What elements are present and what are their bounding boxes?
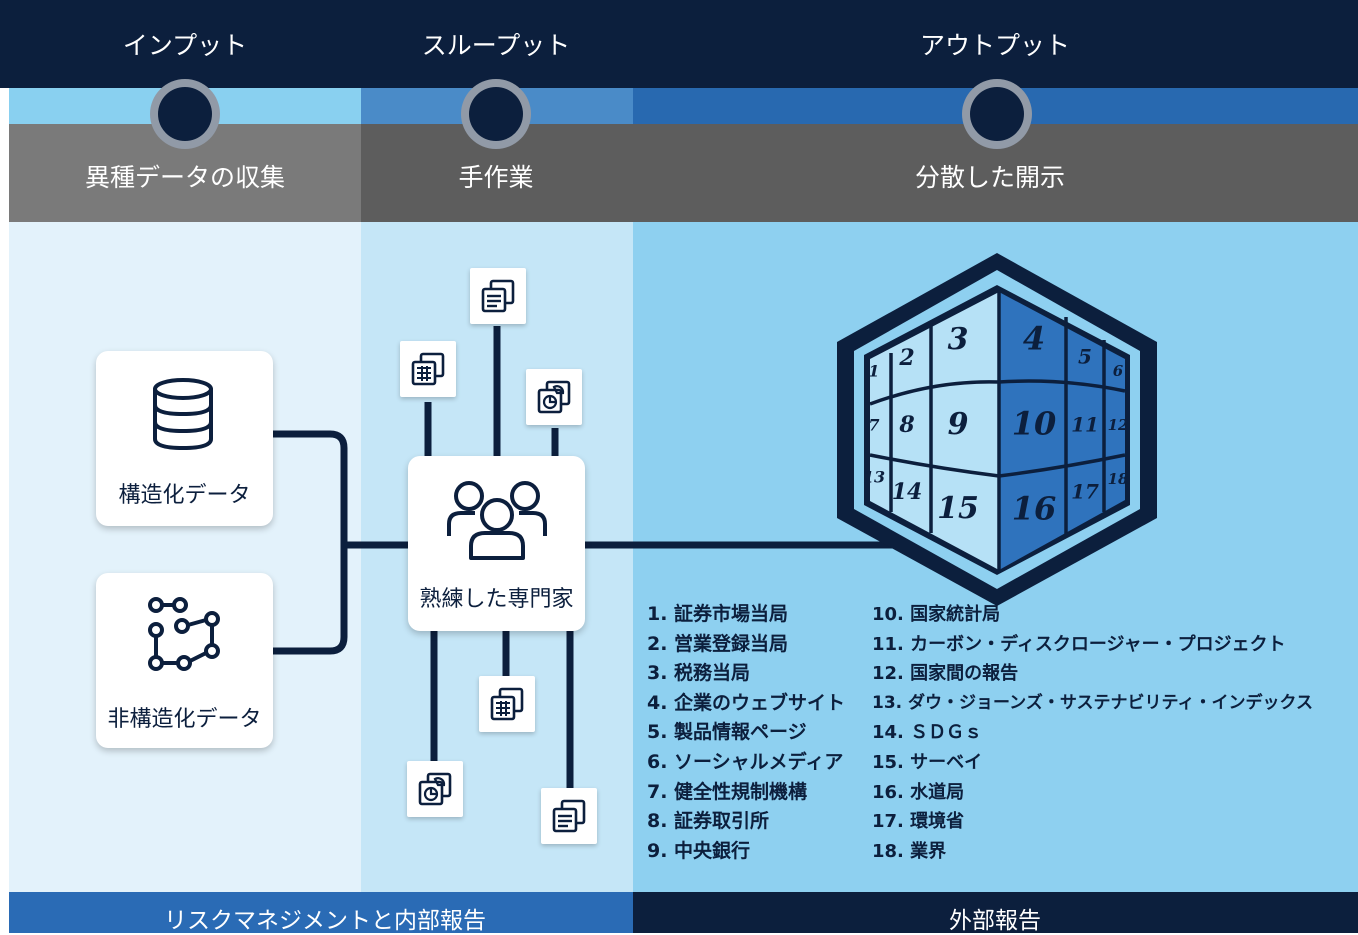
structured-connector [272, 430, 410, 549]
timeline-dot-output [962, 79, 1032, 149]
source-item: 2. 営業登録当局 [647, 632, 789, 655]
table-copy-icon [411, 352, 445, 386]
expert-label: 熟練した専門家 [419, 587, 574, 612]
source-item: 8. 証券取引所 [647, 810, 770, 833]
structured-data-card: 構造化データ [96, 351, 273, 526]
cube-number-13: 13 [863, 468, 885, 487]
source-item: 6. ソーシャルメディア [647, 750, 844, 773]
source-item: 9. 中央銀行 [647, 839, 751, 862]
doc-box-top-center [470, 268, 526, 324]
chart-copy-icon [418, 772, 452, 806]
timeline-dot-input [150, 79, 220, 149]
cube-number-14: 14 [892, 479, 923, 505]
input-area [9, 222, 361, 892]
phase-title-output: アウトプット [919, 31, 1071, 60]
expert-card: 熟練した専門家 [408, 456, 585, 631]
cube-number-6: 6 [1113, 362, 1124, 380]
cube-number-3: 3 [948, 322, 969, 357]
people-group-icon [447, 481, 547, 560]
cube-number-15: 15 [937, 491, 979, 526]
source-item: 1. 証券市場当局 [647, 603, 789, 625]
source-item: 12. 国家間の報告 [872, 663, 1019, 685]
doc-box-bottom-center [479, 676, 535, 732]
unstructured-connector [272, 545, 348, 655]
doc-box-bottom-right [541, 788, 597, 844]
unstructured-data-card: 非構造化データ [96, 573, 273, 748]
source-item: 7. 健全性規制機構 [647, 780, 808, 803]
source-item: 16. 水道局 [872, 781, 965, 803]
phase-header-bar [0, 0, 1358, 88]
footer-internal-label: リスクマネジメントと内部報告 [164, 908, 486, 934]
source-item: 4. 企業のウェブサイト [647, 691, 846, 714]
source-item: 14. ＳＤＧｓ [872, 722, 983, 744]
source-item: 10. 国家統計局 [872, 604, 1001, 625]
cube-right-face [999, 292, 1125, 570]
cube-number-7: 7 [868, 416, 879, 435]
source-item: 13. ダウ・ジョーンズ・サステナビリティ・インデックス [872, 692, 1313, 713]
doc-box-bottom-left [407, 761, 463, 817]
structured-data-label: 構造化データ [118, 483, 251, 508]
phase-subtitle-throughput: 手作業 [458, 163, 534, 192]
phase-subtitle-output: 分散した開示 [914, 163, 1066, 192]
timeline-dot-throughput [461, 79, 531, 149]
cube-number-10: 10 [1012, 405, 1057, 443]
source-list-right: 10. 国家統計局 11. カーボン・ディスクロージャー・プロジェクト 12. … [872, 600, 1313, 866]
footer-left-band [9, 892, 633, 933]
source-item: 3. 税務当局 [647, 662, 751, 685]
doc-box-top-left [400, 341, 456, 397]
footer-right-band [633, 892, 1358, 933]
phase-subtitle-input: 異種データの収集 [84, 163, 286, 192]
source-item: 17. 環境省 [872, 811, 965, 833]
source-item: 15. サーベイ [872, 751, 983, 773]
source-item: 11. カーボン・ディスクロージャー・プロジェクト [872, 633, 1286, 655]
cube-left-face [870, 292, 999, 570]
cube-number-8: 8 [898, 412, 914, 438]
footer-external-label: 外部報告 [949, 908, 1041, 934]
document-copy-icon [481, 279, 515, 313]
cube-number-9: 9 [948, 407, 969, 442]
database-icon [153, 378, 213, 451]
scatter-nodes-icon [148, 597, 220, 671]
cube-number-16: 16 [1012, 490, 1057, 528]
cube-number-2: 2 [898, 345, 914, 371]
cube-number-4: 4 [1023, 320, 1045, 358]
cube-number-12: 12 [1108, 416, 1129, 434]
cube-number-11: 11 [1071, 413, 1099, 437]
source-item: 5. 製品情報ページ [647, 721, 807, 744]
cube-number-1: 1 [868, 362, 879, 381]
doc-box-top-right [526, 369, 582, 425]
source-item: 18. 業界 [872, 840, 947, 862]
document-copy-icon [552, 799, 586, 833]
cube-number-17: 17 [1071, 480, 1099, 504]
cube-number-18: 18 [1108, 470, 1129, 488]
cube-number-5: 5 [1078, 345, 1092, 369]
unstructured-data-label: 非構造化データ [107, 707, 262, 732]
source-list-left: 1. 証券市場当局 2. 営業登録当局 3. 税務当局 4. 企業のウェブサイト… [647, 600, 845, 866]
chart-copy-icon [537, 380, 571, 414]
phase-title-throughput: スループット [421, 31, 571, 60]
table-copy-icon [490, 687, 524, 721]
phase-title-input: インプット [122, 31, 248, 60]
